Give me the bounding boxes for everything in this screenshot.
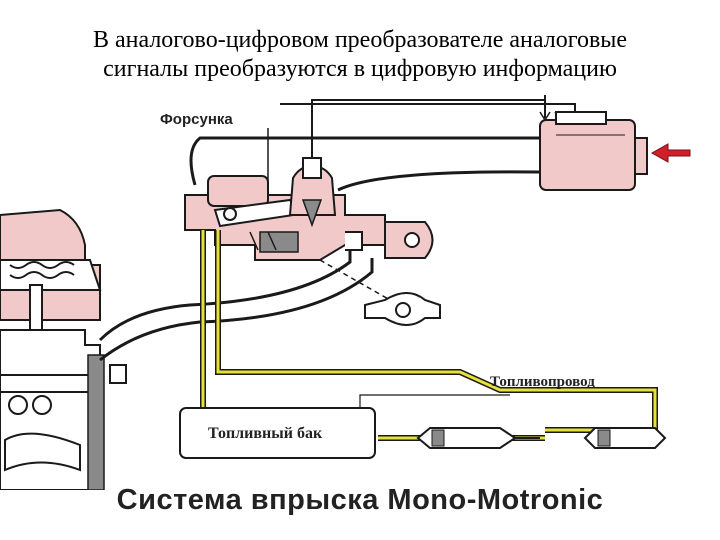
fuel-lines xyxy=(200,230,658,441)
control-unit xyxy=(539,111,648,191)
injector xyxy=(288,108,337,228)
fuel-pump xyxy=(416,427,540,449)
throttle-sensor xyxy=(319,259,441,326)
injector-label: Форсунка xyxy=(160,111,233,128)
fuel-tank: Топливный бак xyxy=(179,407,376,459)
engine-head xyxy=(0,208,127,490)
title-line-1: В аналогово-цифровом преобразователе ана… xyxy=(92,27,628,53)
title-line-2: сигналы преобразуются в цифровую информа… xyxy=(103,56,617,82)
input-arrow xyxy=(650,143,691,163)
diagram-caption: Система впрыска Mono-Motronic xyxy=(116,484,604,516)
intake-manifold xyxy=(98,238,380,362)
mono-motronic-diagram: Форсунка Топливопровод xyxy=(0,95,691,490)
fuel-tank-label: Топливный бак xyxy=(208,425,323,442)
pressure-regulator xyxy=(384,221,434,259)
fuel-line-label: Топливопровод xyxy=(490,374,595,390)
slide-title: В аналогово-цифровом преобразователе ана… xyxy=(0,26,720,84)
fuel-filter xyxy=(583,427,667,449)
